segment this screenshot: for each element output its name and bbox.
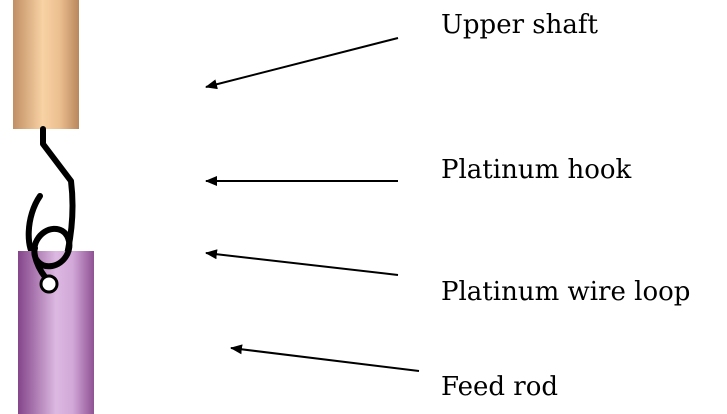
label-feed-rod: Feed rod <box>441 372 559 402</box>
arrow-upper-shaft <box>205 37 399 90</box>
arrow-platinum-wire-loop <box>205 249 399 276</box>
feed-rod <box>18 251 94 414</box>
wire-loop-eyelet <box>39 274 59 294</box>
arrow-feed-rod <box>230 344 420 372</box>
platinum-wire-loop <box>31 225 73 286</box>
label-upper-shaft: Upper shaft <box>441 10 598 40</box>
label-platinum-wire-loop: Platinum wire loop <box>441 277 691 307</box>
upper-shaft <box>13 0 79 129</box>
label-platinum-hook: Platinum hook <box>441 155 632 185</box>
